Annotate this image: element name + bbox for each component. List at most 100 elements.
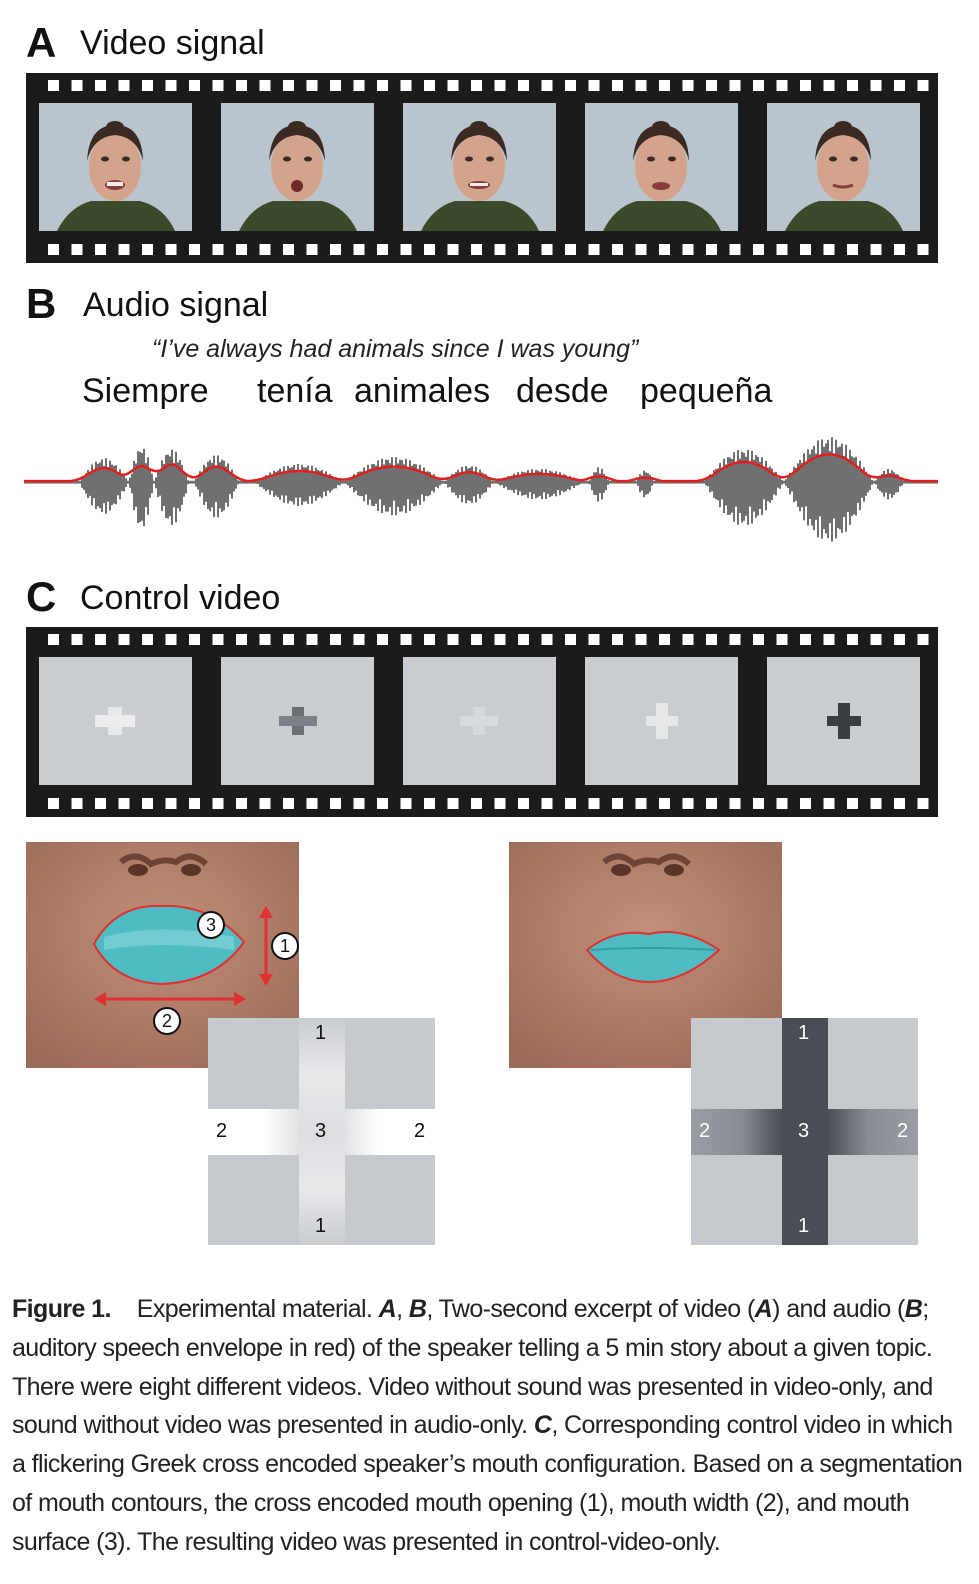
control-film-strip [26, 627, 938, 817]
sprocket-hole [189, 244, 200, 255]
sprocket-hole [306, 80, 318, 91]
cross-label-top: 1 [798, 1022, 810, 1044]
sprocket-hole [400, 80, 412, 91]
sprocket-hole [823, 244, 835, 255]
sprocket-hole [377, 80, 388, 91]
sprocket-hole [471, 798, 482, 809]
sprocket-hole [588, 244, 600, 255]
sprocket-hole [118, 798, 130, 809]
sprocket-hole [189, 80, 200, 91]
sprocket-hole [612, 634, 623, 645]
sprocket-hole [283, 80, 294, 91]
audio-waveform [24, 437, 938, 542]
label-opening-badge: 1 [271, 932, 299, 960]
sprocket-hole [48, 80, 59, 91]
sprocket-hole [71, 634, 83, 645]
label-surface-badge: 3 [197, 911, 225, 939]
sprocket-hole [565, 798, 576, 809]
sprocket-hole [659, 634, 670, 645]
sprocket-hole [353, 634, 365, 645]
sprocket-hole [142, 798, 153, 809]
sprocket-hole [917, 244, 929, 255]
caption-text-5: , Corresponding control video in which a… [12, 1411, 963, 1556]
sprocket-hole [377, 634, 388, 645]
sprocket-hole [447, 244, 459, 255]
video-film-strip [26, 73, 938, 263]
sprocket-hole [236, 80, 247, 91]
cross-label-bottom: 1 [315, 1215, 327, 1237]
sprocket-hole [165, 634, 177, 645]
greek-cross-dark-icon [691, 1018, 918, 1245]
sprocket-hole [494, 80, 506, 91]
sprocket-hole [800, 244, 811, 255]
sprocket-hole [95, 798, 106, 809]
sprocket-hole [541, 244, 553, 255]
sprocket-hole [236, 634, 247, 645]
sprocket-hole [165, 244, 177, 255]
spanish-word-5: pequeña [640, 372, 773, 410]
sprocket-hole [494, 244, 506, 255]
sprocket-hole [212, 798, 224, 809]
sprocket-hole [659, 244, 670, 255]
sprocket-hole [471, 244, 482, 255]
sprocket-hole [259, 80, 271, 91]
sprocket-hole [682, 634, 694, 645]
sprocket-hole [400, 634, 412, 645]
sprocket-hole [847, 244, 858, 255]
greek-cross-icon [460, 707, 498, 735]
greek-cross-icon [95, 707, 135, 735]
control-frame-1 [39, 657, 192, 785]
caption-ref-a2: A [754, 1295, 773, 1323]
sprocket-hole [635, 80, 647, 91]
sprocket-hole [259, 244, 271, 255]
sprocket-hole [776, 244, 788, 255]
sprocket-hole [565, 244, 576, 255]
sprocket-hole [212, 634, 224, 645]
sprocket-hole [565, 80, 576, 91]
speaker-face-image [585, 103, 738, 231]
sprocket-hole [353, 244, 365, 255]
sprocket-hole [400, 798, 412, 809]
caption-text-3: ) and audio ( [772, 1295, 905, 1323]
speaker-face-image [403, 103, 556, 231]
sprocket-hole [659, 80, 670, 91]
sprocket-hole [518, 80, 529, 91]
sprocket-hole [800, 634, 811, 645]
speaker-face-image [221, 103, 374, 231]
control-frame-3 [403, 657, 556, 785]
sprocket-hole [424, 798, 435, 809]
sprocket-hole [283, 798, 294, 809]
spanish-word-3: animales [354, 372, 491, 410]
spanish-word-1: Siempre [82, 372, 209, 410]
film-sprockets [48, 634, 929, 809]
sprocket-hole [95, 80, 106, 91]
sprocket-hole [541, 634, 553, 645]
sprocket-hole [447, 634, 459, 645]
sprocket-hole [236, 244, 247, 255]
sprocket-hole [494, 798, 506, 809]
sprocket-hole [776, 798, 788, 809]
caption-text-4: ; auditory speech envelope in red) of th… [12, 1295, 933, 1440]
cross-label-right: 2 [414, 1120, 426, 1142]
sprocket-hole [165, 80, 177, 91]
sprocket-hole [776, 634, 788, 645]
sprocket-hole [71, 244, 83, 255]
sprocket-hole [518, 798, 529, 809]
sprocket-hole [471, 634, 482, 645]
sprocket-hole [588, 634, 600, 645]
sprocket-hole [800, 80, 811, 91]
sprocket-hole [753, 798, 764, 809]
sprocket-hole [424, 80, 435, 91]
sprocket-hole [682, 798, 694, 809]
sprocket-hole [776, 80, 788, 91]
sprocket-hole [894, 798, 905, 809]
cross-label-center: 3 [315, 1120, 327, 1142]
sprocket-hole [377, 244, 388, 255]
sprocket-hole [917, 798, 929, 809]
sprocket-hole [706, 798, 717, 809]
sprocket-hole [118, 634, 130, 645]
sprocket-hole [706, 634, 717, 645]
sprocket-hole [870, 80, 882, 91]
panel-c-letter: C [26, 573, 57, 620]
caption-ref-a: A [378, 1295, 397, 1323]
